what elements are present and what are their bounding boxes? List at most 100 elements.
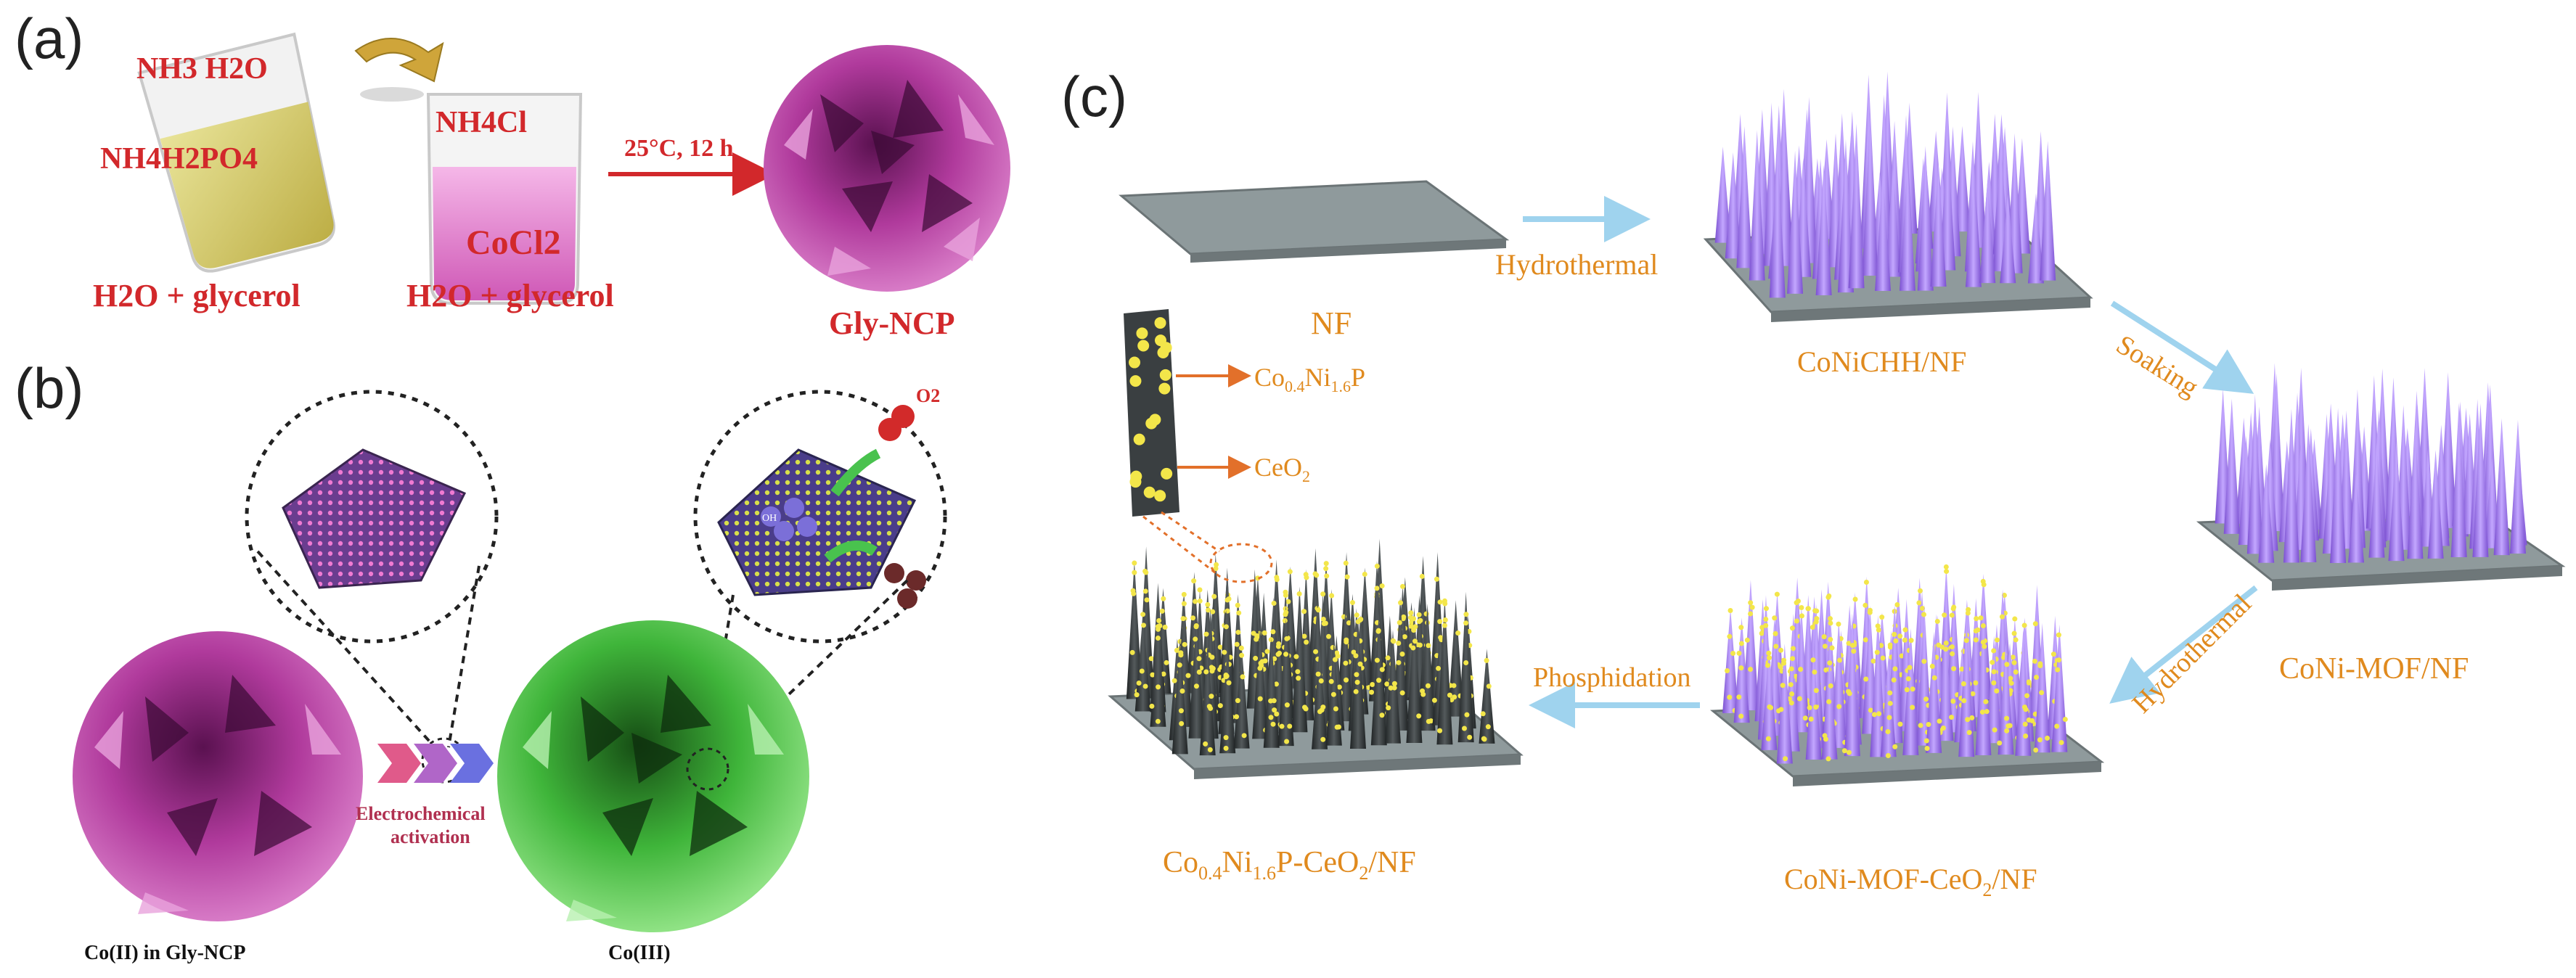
nanospike bbox=[1199, 643, 1216, 756]
ceo2-particle bbox=[1301, 633, 1307, 639]
ceo2-particle bbox=[1772, 630, 1778, 636]
ceo2-particle bbox=[1399, 652, 1405, 657]
ceo2-particle bbox=[1224, 608, 1230, 614]
solvent-2-label: H2O + glycerol bbox=[406, 278, 614, 313]
ceo2-particle bbox=[2062, 717, 2068, 723]
ceo2-particle bbox=[1223, 624, 1229, 630]
ceo2-particle bbox=[1904, 687, 1910, 693]
ceo2-particle bbox=[1370, 682, 1375, 688]
ceo2-particle bbox=[1274, 577, 1280, 583]
ceo2-particle bbox=[1193, 599, 1198, 604]
ceo2-particle bbox=[1789, 691, 1795, 696]
ceo2-particle bbox=[1136, 680, 1142, 686]
ceo2-particle bbox=[1411, 616, 1417, 622]
ceo2-particle bbox=[1788, 666, 1794, 672]
ceo2-particle bbox=[1161, 596, 1166, 601]
ceo2-particle bbox=[1226, 680, 1232, 686]
ceo2-particle bbox=[1846, 641, 1852, 646]
ceo2-particle bbox=[1354, 679, 1360, 685]
ceo2-particle bbox=[1268, 637, 1274, 643]
ceo2-particle bbox=[1960, 681, 1966, 686]
ceo2-particle bbox=[1982, 644, 1987, 649]
ceo2-particle bbox=[1849, 642, 1855, 648]
ceo2-particle bbox=[1217, 644, 1223, 650]
ceo2-particle bbox=[1320, 736, 1326, 742]
ceo2-particle bbox=[1148, 656, 1154, 662]
ceo2-particle bbox=[1748, 600, 1754, 606]
ceo2-particle bbox=[1894, 601, 1900, 607]
ceo2-particle bbox=[1463, 620, 1469, 626]
ceo2-particle bbox=[1431, 697, 1437, 703]
ceo2-particle bbox=[1156, 684, 1161, 690]
ceo2-particle bbox=[1813, 688, 1819, 694]
ceo2-particle bbox=[2011, 630, 2017, 636]
ceo2-particle bbox=[1379, 583, 1385, 589]
rod-particle bbox=[1158, 382, 1171, 395]
ceo2-particle bbox=[1990, 659, 1995, 665]
product3-main: CoNi-MOF-CeO bbox=[1784, 863, 1982, 895]
nanospike bbox=[1844, 612, 1860, 757]
rod-particle bbox=[1133, 433, 1145, 445]
ceo2-particle bbox=[1943, 564, 1949, 570]
ceo2-particle bbox=[1132, 560, 1137, 566]
ceo2-particle bbox=[1918, 723, 1923, 728]
nanospike bbox=[1954, 126, 1971, 232]
gly-ncp-sphere bbox=[764, 45, 1010, 292]
ceo2-particle bbox=[1385, 655, 1391, 661]
ceo2-particle bbox=[1863, 676, 1869, 682]
ceo2-particle bbox=[2054, 723, 2060, 729]
reaction-condition-label: 25°C, 12 h bbox=[624, 135, 734, 162]
ceo2-particle bbox=[1193, 683, 1199, 689]
ceo2-particle bbox=[1274, 711, 1280, 717]
ceo2-particle bbox=[1828, 636, 1833, 642]
left-sphere-caption: Co(II) in Gly-NCP bbox=[84, 942, 245, 964]
ceo2-particle bbox=[1213, 566, 1219, 572]
ceo2-particle bbox=[1144, 597, 1150, 603]
ceo2-particle bbox=[1264, 649, 1270, 654]
ceo2-particle bbox=[1794, 600, 1799, 606]
ceo2-particle bbox=[1959, 666, 1965, 672]
ceo2-particle bbox=[1828, 620, 1833, 626]
ceo2-particle bbox=[1880, 655, 1886, 661]
ceo2-particle bbox=[1401, 614, 1407, 620]
rod-particle bbox=[1149, 414, 1161, 426]
ceo2-particle bbox=[1893, 638, 1899, 644]
nanospike bbox=[2034, 622, 2050, 753]
nanospike bbox=[1805, 649, 1822, 760]
ceo2-particle bbox=[1315, 607, 1321, 613]
ceo2-particle bbox=[1822, 644, 1828, 649]
nf-substrate-edge bbox=[1190, 239, 1506, 263]
nanospike bbox=[1848, 123, 1865, 289]
ceo2-particle bbox=[2004, 662, 2010, 667]
beaker-2-bottom-label: CoCl2 bbox=[466, 223, 561, 262]
nanospike bbox=[1419, 603, 1436, 731]
ceo2-particle bbox=[1887, 700, 1893, 706]
ceo2-particle bbox=[1999, 614, 2005, 620]
ceo2-particle bbox=[1180, 616, 1186, 622]
ceo2-particle bbox=[1353, 689, 1359, 694]
panel-b: (b) OH O2 bbox=[15, 356, 947, 964]
ceo2-particle bbox=[1950, 698, 1956, 704]
green-arrow-up-icon bbox=[830, 448, 881, 497]
nanospike bbox=[1979, 180, 1996, 284]
callout1-c: P bbox=[1351, 363, 1365, 392]
activation-label-line1: Electrochemical bbox=[356, 803, 486, 824]
ceo2-particle bbox=[1206, 607, 1211, 613]
ceo2-particle bbox=[1426, 718, 1431, 724]
nanospike bbox=[1291, 586, 1308, 733]
ceo2-particle bbox=[1852, 596, 1858, 602]
nanospike bbox=[1939, 135, 1956, 271]
panel-a-letter: (a) bbox=[15, 7, 83, 70]
ceo2-particle bbox=[1178, 652, 1184, 658]
ceo2-particle bbox=[1905, 676, 1911, 682]
ceo2-particle bbox=[2044, 735, 2050, 741]
ceo2-particle bbox=[1763, 616, 1769, 622]
ceo2-particle bbox=[1937, 718, 1942, 724]
coni-mof-array bbox=[2196, 363, 2566, 591]
ceo2-particle bbox=[1207, 747, 1213, 752]
ceo2-particle bbox=[1181, 591, 1187, 597]
gly-ncp-sphere-b bbox=[73, 631, 467, 921]
ceo2-particle bbox=[1235, 630, 1241, 636]
ceo2-particle bbox=[1942, 612, 1947, 618]
ceo2-particle bbox=[1951, 666, 1957, 672]
